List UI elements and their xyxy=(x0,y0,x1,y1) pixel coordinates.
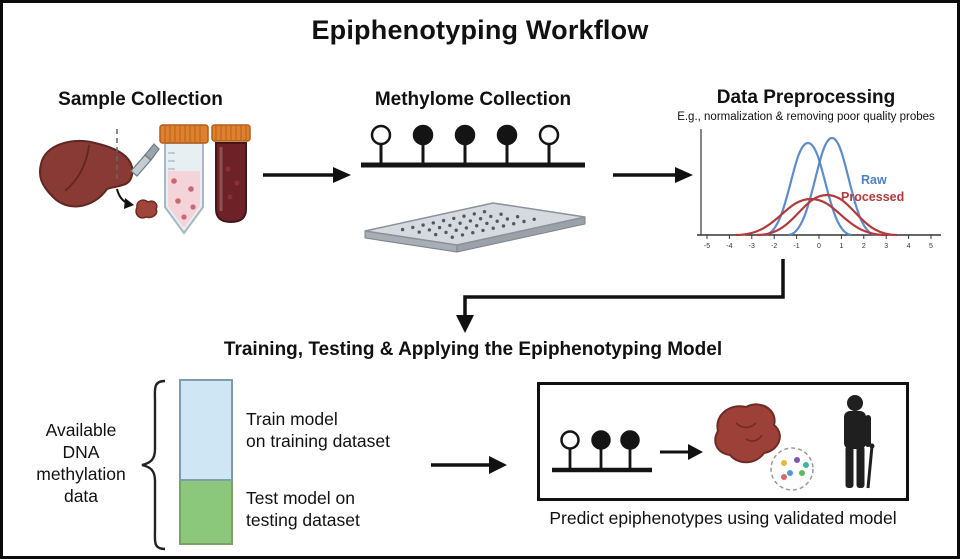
prediction-box xyxy=(537,382,909,501)
train-label-line: Train model xyxy=(246,409,338,429)
arrow-lollipops-to-phenotype xyxy=(660,444,703,460)
processed-curve-2 xyxy=(756,193,898,237)
sample-arrow xyxy=(116,188,134,209)
available-data-line: DNA xyxy=(62,442,100,462)
arrow-methylome-to-preprocessing xyxy=(613,167,693,183)
train-label-line: on training dataset xyxy=(246,431,390,451)
available-data-label: Available DNA methylation data xyxy=(27,419,135,507)
raw-curve-2 xyxy=(787,136,877,237)
x-tick-label: -3 xyxy=(749,243,755,250)
x-tick-marks xyxy=(706,235,932,239)
microarray-chip-icon xyxy=(364,202,586,253)
test-label: Test model on testing dataset xyxy=(246,487,360,531)
x-tick-label: -5 xyxy=(704,243,710,250)
test-label-line: testing dataset xyxy=(246,510,360,530)
x-tick-label: -2 xyxy=(771,243,777,250)
processed-curve-1 xyxy=(735,197,887,237)
section-title-methylome-collection: Methylome Collection xyxy=(374,89,572,110)
methylation-lollipops-icon xyxy=(361,124,585,168)
available-data-line: methylation xyxy=(36,464,126,484)
density-plot: -5 -4 -3 -2 -1 0 1 2 3 4 5 Raw Processed xyxy=(697,129,941,250)
methylation-lollipops-small-icon xyxy=(552,430,652,473)
x-tick-label: 2 xyxy=(862,243,866,250)
x-tick-label: 3 xyxy=(884,243,888,250)
x-tick-label: 0 xyxy=(817,243,821,250)
training-data-segment xyxy=(179,379,233,481)
arrow-preprocessing-to-model xyxy=(456,259,785,333)
test-label-line: Test model on xyxy=(246,488,355,508)
testing-data-segment xyxy=(179,481,233,545)
tissue-blob-icon xyxy=(714,403,781,464)
legend-processed: Processed xyxy=(841,190,904,204)
collection-tube-icon xyxy=(159,124,209,235)
sample-collection-illustration xyxy=(38,124,251,235)
arrow-sample-to-methylome xyxy=(263,167,351,183)
x-tick-label: -4 xyxy=(726,243,732,250)
methylation-data-bar xyxy=(179,379,233,545)
scalpel-icon xyxy=(130,143,160,177)
curly-brace-icon xyxy=(141,379,166,551)
cane-icon xyxy=(866,445,874,489)
section-title-model: Training, Testing & Applying the Epiphen… xyxy=(223,339,723,360)
page-title: Epiphenotyping Workflow xyxy=(311,15,649,45)
prediction-illustration xyxy=(552,395,875,491)
prediction-caption: Predict epiphenotypes using validated mo… xyxy=(549,508,897,528)
section-title-sample-collection: Sample Collection xyxy=(58,89,223,110)
train-label: Train model on training dataset xyxy=(246,408,390,452)
x-tick-label: -1 xyxy=(793,243,799,250)
legend-raw: Raw xyxy=(861,173,887,187)
available-data-line: Available xyxy=(45,420,117,440)
data-preprocessing-subtitle: E.g., normalization & removing poor qual… xyxy=(677,111,935,123)
cell-magnifier-icon xyxy=(770,447,814,491)
section-title-data-preprocessing: Data Preprocessing xyxy=(716,87,896,108)
raw-curve-1 xyxy=(763,141,853,237)
available-data-line: data xyxy=(63,486,99,506)
blood-tube-icon xyxy=(211,124,251,224)
methylome-collection-illustration xyxy=(361,124,586,253)
arrow-data-to-prediction xyxy=(431,456,507,474)
liver-icon xyxy=(38,140,134,208)
elderly-person-icon xyxy=(844,395,875,489)
tissue-sample-icon xyxy=(135,199,158,219)
x-tick-label: 1 xyxy=(839,243,843,250)
x-tick-label: 5 xyxy=(929,243,933,250)
x-tick-label: 4 xyxy=(907,243,911,250)
